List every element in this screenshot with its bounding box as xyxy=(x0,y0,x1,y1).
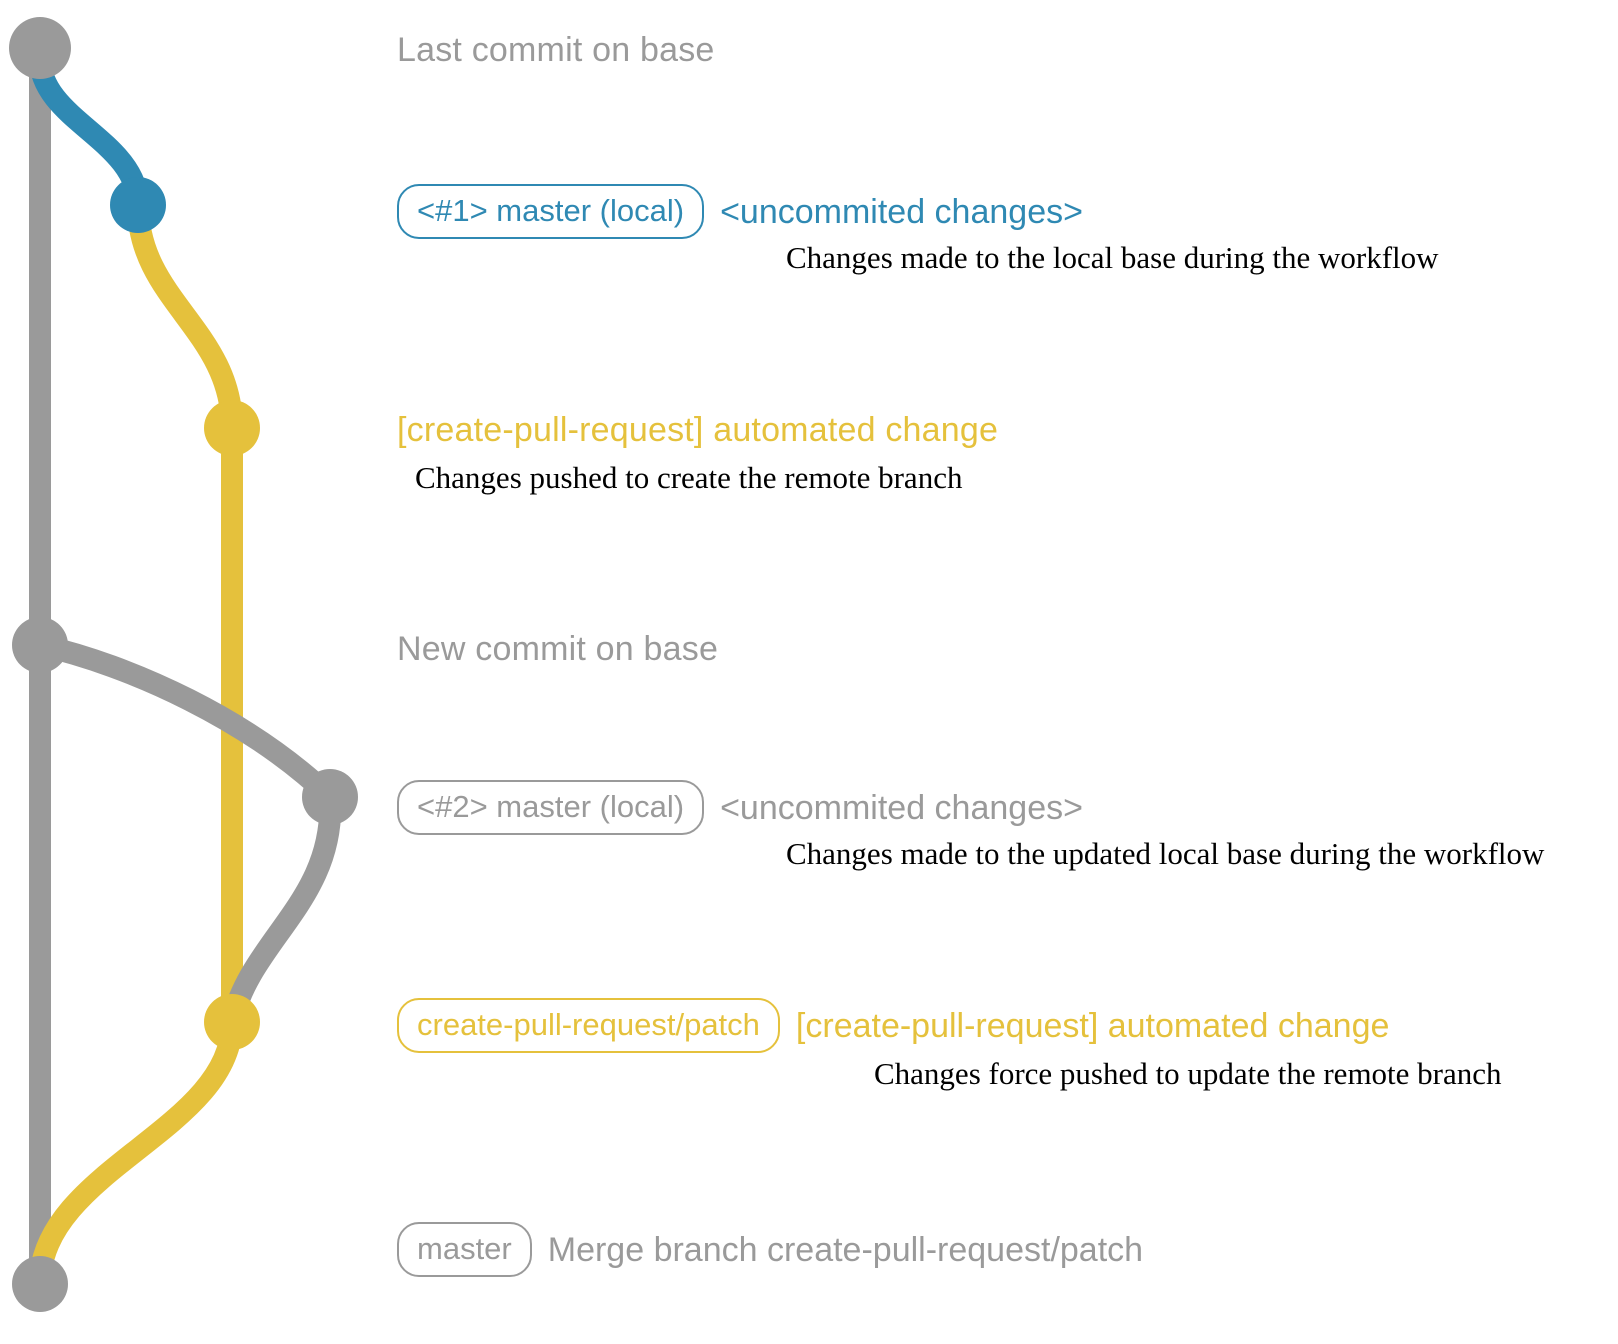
commit-node-base-last[interactable] xyxy=(9,17,71,79)
commit-node-patch-2[interactable] xyxy=(204,994,260,1050)
patch-1-description: Changes pushed to create the remote bran… xyxy=(415,460,963,495)
branch-badge-local-2[interactable]: <#2> master (local) xyxy=(397,780,705,835)
patch-2-note: [create-pull-request] automated change xyxy=(795,1006,1390,1045)
row-patch-1: [create-pull-request] automated change xyxy=(397,413,998,447)
local-2-to-patch-2-line xyxy=(221,786,342,1033)
row-merge: master Merge branch create-pull-request/… xyxy=(397,1222,1143,1277)
merge-line xyxy=(29,1011,243,1295)
patch-2-description: Changes force pushed to update the remot… xyxy=(874,1056,1502,1091)
row-local-2: <#2> master (local) <uncommited changes> xyxy=(397,780,1083,835)
commit-graph-svg xyxy=(9,17,358,1312)
commit-node-base-new[interactable] xyxy=(12,617,68,673)
commit-node-base-merge[interactable] xyxy=(12,1256,68,1312)
row-local-1: <#1> master (local) <uncommited changes> xyxy=(397,184,1083,239)
row-patch-2: create-pull-request/patch [create-pull-r… xyxy=(397,998,1389,1053)
commit-node-local-1[interactable] xyxy=(110,177,166,233)
commit-node-local-2[interactable] xyxy=(302,769,358,825)
patch-branch-1-line xyxy=(127,194,243,439)
last-commit-title: Last commit on base xyxy=(397,31,715,69)
row-new-commit: New commit on base xyxy=(397,632,718,666)
local-branch-2-line xyxy=(29,634,341,808)
branch-badge-master[interactable]: master xyxy=(397,1222,532,1277)
local-1-description: Changes made to the local base during th… xyxy=(786,240,1439,275)
local-1-note: <uncommited changes> xyxy=(720,192,1083,231)
local-2-note: <uncommited changes> xyxy=(720,788,1083,827)
branch-badge-local-1[interactable]: <#1> master (local) xyxy=(397,184,705,239)
patch-1-title: [create-pull-request] automated change xyxy=(397,411,999,449)
new-commit-title: New commit on base xyxy=(397,630,719,668)
row-last-commit: Last commit on base xyxy=(397,33,715,67)
commit-node-patch-1[interactable] xyxy=(204,400,260,456)
merge-note: Merge branch create-pull-request/patch xyxy=(547,1230,1144,1269)
local-2-description: Changes made to the updated local base d… xyxy=(786,836,1545,871)
branch-badge-patch-2[interactable]: create-pull-request/patch xyxy=(397,998,780,1053)
